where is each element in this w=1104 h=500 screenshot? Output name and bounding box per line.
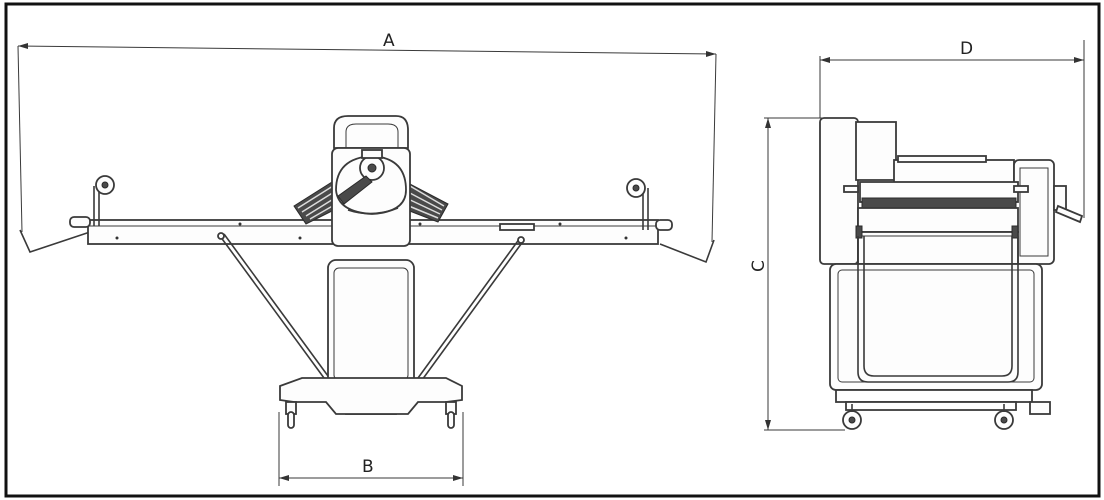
dimension-c: C — [749, 117, 850, 431]
dimension-label-b: B — [362, 457, 374, 477]
support-struts — [217, 232, 525, 381]
table-right-fold — [659, 239, 715, 264]
side-view: D C — [749, 39, 1085, 431]
base-cabinet — [279, 259, 463, 429]
dimension-a: A — [17, 31, 717, 243]
side-stand — [829, 236, 1051, 430]
left-bellows — [293, 181, 339, 225]
dimension-d: D — [819, 39, 1085, 218]
left-bracket — [93, 175, 115, 226]
outer-frame — [4, 2, 1101, 498]
dimension-label-d: D — [960, 39, 973, 59]
roller-head — [331, 115, 411, 247]
right-bracket — [626, 178, 649, 230]
dimension-b: B — [278, 412, 464, 486]
side-head — [819, 117, 1084, 265]
dimension-label-c: C — [749, 260, 769, 272]
front-view: A — [17, 31, 717, 486]
table-left-fold — [19, 229, 91, 253]
dimension-label-a: A — [383, 31, 395, 51]
